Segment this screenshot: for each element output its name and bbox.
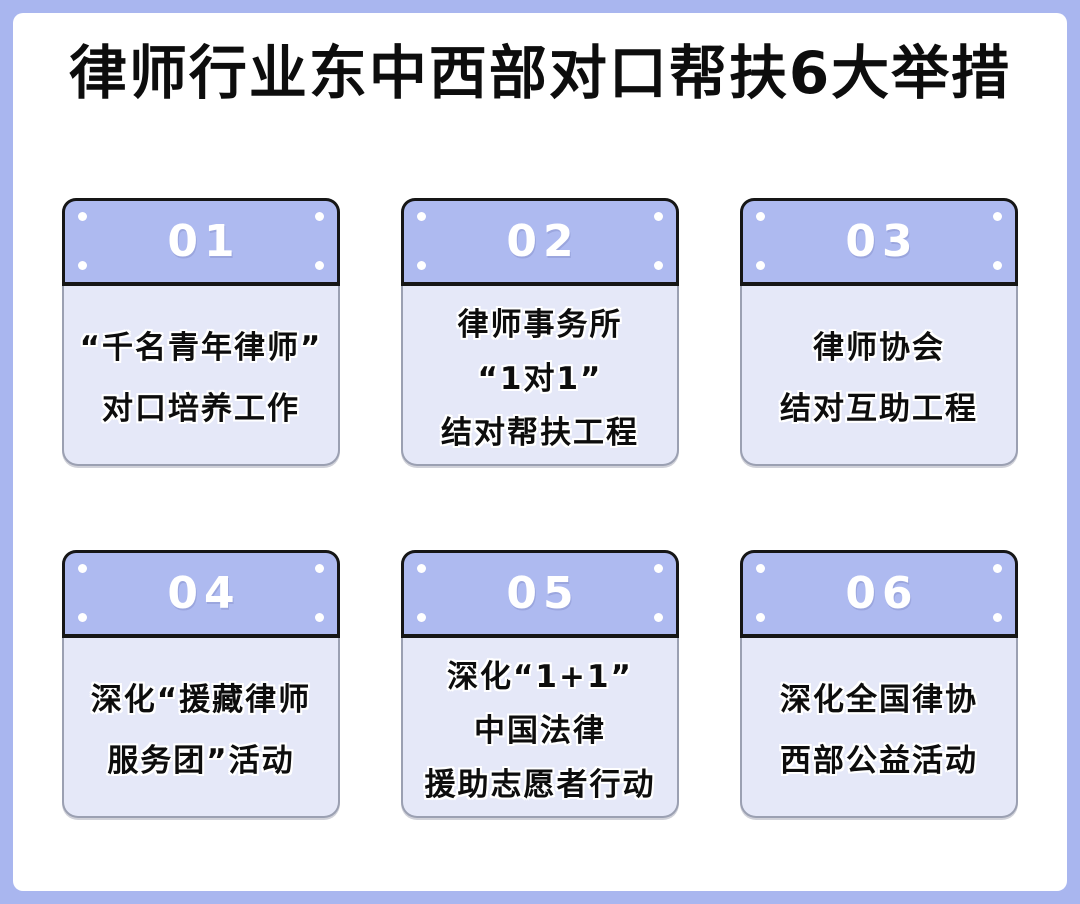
card-number: 06 <box>845 568 919 619</box>
measure-card-1: 01 “千名青年律师” 对口培养工作 <box>62 198 340 466</box>
measure-card-3: 03 律师协会 结对互助工程 <box>740 198 1018 466</box>
card-number: 04 <box>167 568 241 619</box>
card-3-body: 律师协会 结对互助工程 <box>740 286 1018 466</box>
corner-dot-icon <box>756 212 765 221</box>
card-text-line: 结对互助工程 <box>780 391 978 427</box>
corner-dot-icon <box>315 564 324 573</box>
corner-dot-icon <box>654 564 663 573</box>
corner-dot-icon <box>78 564 87 573</box>
card-text-line: 西部公益活动 <box>780 743 978 779</box>
corner-dot-icon <box>417 613 426 622</box>
card-3-header: 03 <box>740 198 1018 286</box>
corner-dot-icon <box>756 261 765 270</box>
card-text-line: 服务团”活动 <box>107 743 295 779</box>
card-number: 01 <box>167 216 241 267</box>
corner-dot-icon <box>417 261 426 270</box>
corner-dot-icon <box>993 212 1002 221</box>
card-text-line: “千名青年律师” <box>79 330 323 366</box>
card-2-header: 02 <box>401 198 679 286</box>
card-6-header: 06 <box>740 550 1018 638</box>
measure-card-6: 06 深化全国律协 西部公益活动 <box>740 550 1018 818</box>
card-text-line: 律师协会 <box>813 330 945 366</box>
card-2-body: 律师事务所 “1对1” 结对帮扶工程 <box>401 286 679 466</box>
corner-dot-icon <box>417 564 426 573</box>
corner-dot-icon <box>756 564 765 573</box>
page-title: 律师行业东中西部对口帮扶6大举措 <box>68 39 1012 107</box>
card-text-line: 律师事务所 <box>457 306 623 343</box>
card-text-line: 中国法律 <box>474 712 606 749</box>
card-number: 02 <box>506 216 580 267</box>
card-5-header: 05 <box>401 550 679 638</box>
corner-dot-icon <box>654 613 663 622</box>
corner-dot-icon <box>993 613 1002 622</box>
cards-grid: 01 “千名青年律师” 对口培养工作 02 律师事务所 “1对1” 结对帮扶工程… <box>62 198 1018 818</box>
corner-dot-icon <box>417 212 426 221</box>
corner-dot-icon <box>315 613 324 622</box>
corner-dot-icon <box>993 261 1002 270</box>
corner-dot-icon <box>315 212 324 221</box>
measure-card-4: 04 深化“援藏律师 服务团”活动 <box>62 550 340 818</box>
card-5-body: 深化“1+1” 中国法律 援助志愿者行动 <box>401 638 679 818</box>
card-6-body: 深化全国律协 西部公益活动 <box>740 638 1018 818</box>
card-1-header: 01 <box>62 198 340 286</box>
corner-dot-icon <box>78 261 87 270</box>
card-number: 05 <box>506 568 580 619</box>
card-text-line: 深化全国律协 <box>780 682 978 718</box>
measure-card-5: 05 深化“1+1” 中国法律 援助志愿者行动 <box>401 550 679 818</box>
corner-dot-icon <box>315 261 324 270</box>
corner-dot-icon <box>993 564 1002 573</box>
card-4-body: 深化“援藏律师 服务团”活动 <box>62 638 340 818</box>
corner-dot-icon <box>756 613 765 622</box>
measure-card-2: 02 律师事务所 “1对1” 结对帮扶工程 <box>401 198 679 466</box>
card-text-line: 深化“1+1” <box>447 658 633 695</box>
corner-dot-icon <box>78 212 87 221</box>
corner-dot-icon <box>78 613 87 622</box>
card-number: 03 <box>845 216 919 267</box>
card-1-body: “千名青年律师” 对口培养工作 <box>62 286 340 466</box>
card-4-header: 04 <box>62 550 340 638</box>
corner-dot-icon <box>654 212 663 221</box>
card-text-line: 援助志愿者行动 <box>424 766 656 803</box>
card-text-line: “1对1” <box>477 360 603 397</box>
corner-dot-icon <box>654 261 663 270</box>
card-text-line: 深化“援藏律师 <box>90 682 312 718</box>
card-text-line: 结对帮扶工程 <box>441 414 639 451</box>
card-text-line: 对口培养工作 <box>102 391 300 427</box>
